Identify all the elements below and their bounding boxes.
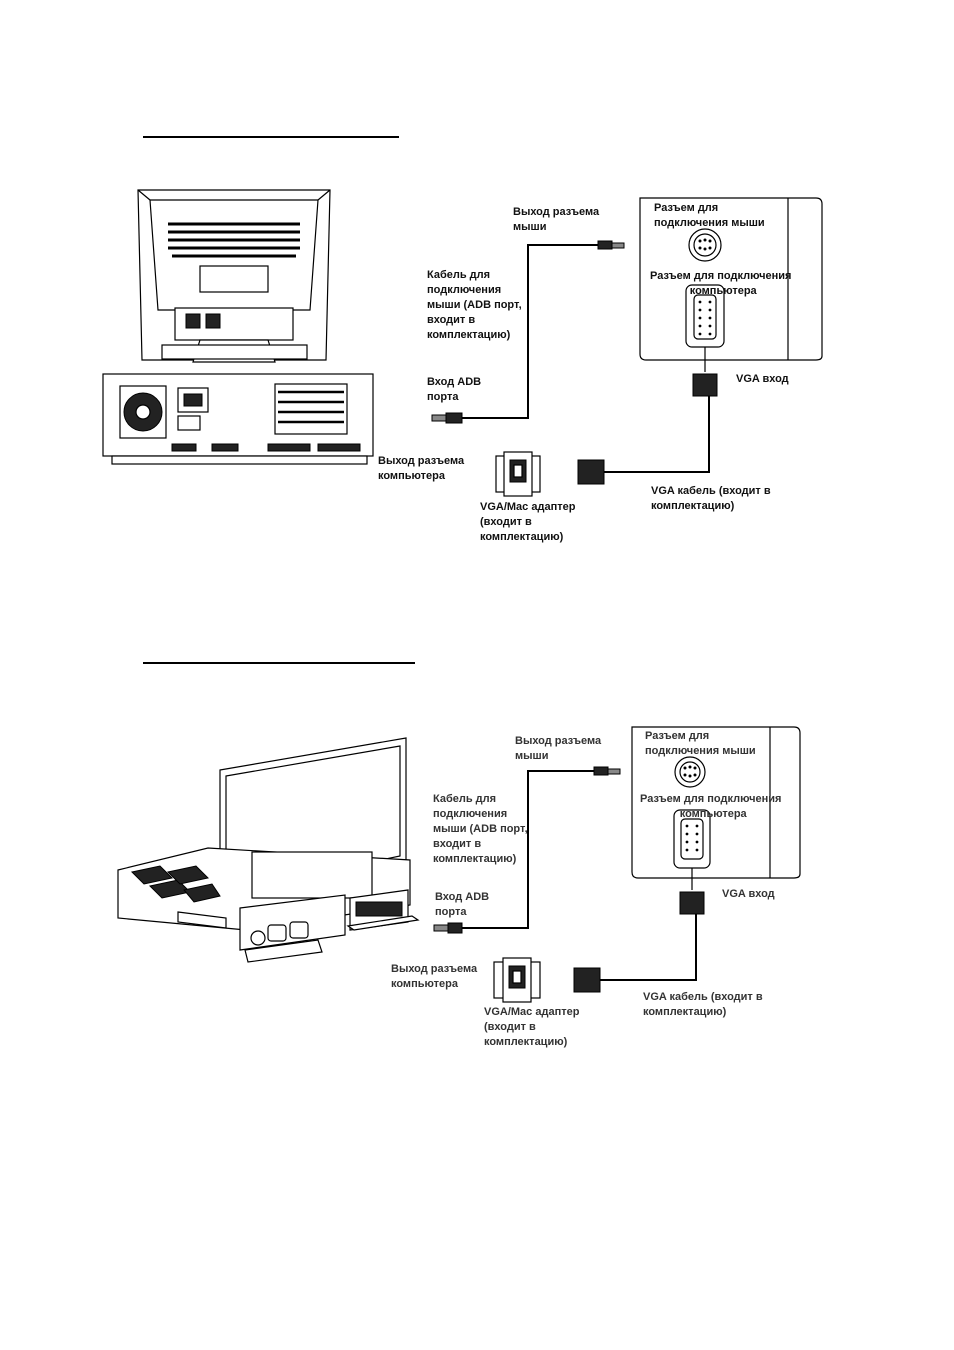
label-mouse-port: Разъем для подключения мыши — [654, 202, 765, 229]
label-mouse-cable: Кабель для подключения мыши (ADB порт, в… — [427, 269, 522, 341]
label-adb-in: Вход ADB порта — [427, 376, 482, 403]
label-vga-cable: VGA кабель (входит в комплектацию) — [651, 485, 771, 512]
label-mouse-out: Выход разъема мыши — [513, 206, 600, 233]
label-mouse-port-2: Разъем для подключения мыши — [645, 730, 756, 757]
label-computer-port: Разъем для подключения компьютера — [650, 270, 792, 297]
label-adapter-2: VGA/Mac адаптер (входит в комплектацию) — [484, 1006, 580, 1048]
label-vga-in: VGA вход — [736, 373, 789, 385]
label-vga-cable-2: VGA кабель (входит в комплектацию) — [643, 991, 763, 1018]
label-mouse-cable-2: Кабель для подключения мыши (ADB порт, в… — [433, 793, 528, 865]
section-rule-bottom — [143, 662, 415, 664]
desktop-computer-illustration — [102, 373, 374, 465]
laptop-illustration — [117, 737, 420, 963]
label-computer-out: Выход разъема компьютера — [378, 455, 465, 482]
monitor-illustration — [137, 189, 331, 363]
label-computer-out-2: Выход разъема компьютера — [391, 963, 478, 990]
label-vga-in-2: VGA вход — [722, 888, 775, 900]
vga-cable-2 — [573, 868, 705, 993]
monitor-connector-panel — [639, 197, 823, 361]
monitor-connector-panel-2 — [631, 726, 801, 879]
vga-mac-adapter — [495, 451, 541, 497]
vga-mac-adapter-2 — [493, 957, 541, 1003]
section-rule-top — [143, 136, 399, 138]
mouse-cable — [431, 240, 625, 424]
label-adapter: VGA/Mac адаптер (входит в комплектацию) — [480, 501, 576, 543]
vga-cable — [577, 347, 718, 485]
mouse-cable-2 — [433, 766, 621, 934]
label-computer-port-2: Разъем для подключения компьютера — [640, 793, 782, 820]
label-adb-in-2: Вход ADB порта — [435, 891, 490, 918]
label-mouse-out-2: Выход разъема мыши — [515, 735, 602, 762]
